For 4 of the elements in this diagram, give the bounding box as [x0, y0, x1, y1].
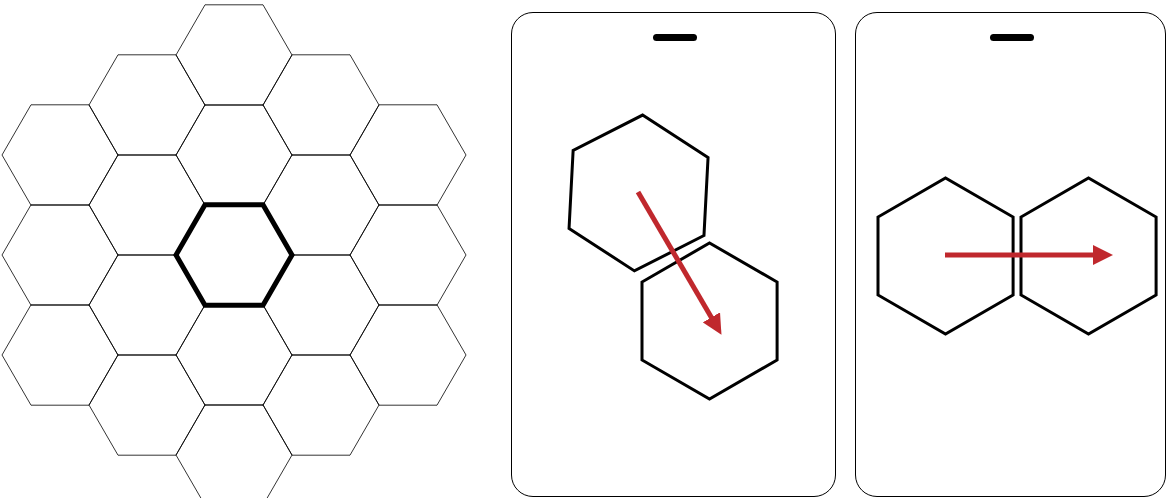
phone-card: [511, 12, 836, 497]
arrow: [635, 190, 722, 335]
phone-card: [855, 12, 1166, 497]
arrow: [945, 245, 1113, 265]
